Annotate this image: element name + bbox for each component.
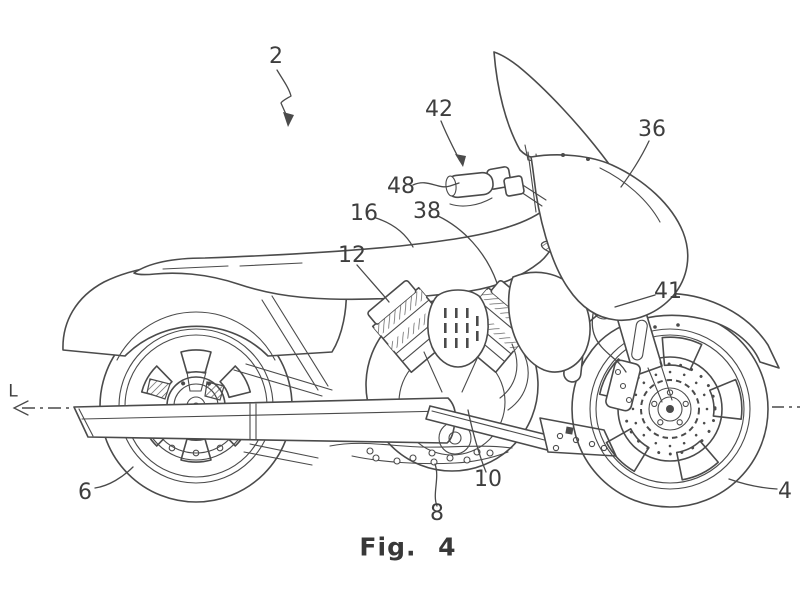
leader-lines [94, 69, 778, 507]
centerline [12, 400, 800, 416]
brake-lever [449, 197, 493, 207]
ref-numeral-4: 4 [778, 479, 792, 504]
ref-numeral-10: 10 [474, 467, 502, 492]
crankcase-bolts [329, 421, 513, 466]
airbox-vents [444, 308, 479, 348]
handlebar [445, 166, 547, 207]
frame-under-seat [261, 295, 329, 391]
ref-numeral-6: 6 [78, 480, 92, 505]
front-brake-caliper [605, 359, 642, 412]
engine-mount-bracket [539, 417, 617, 457]
muffler-exhaust [73, 397, 457, 444]
centerline-letter-L: L [8, 381, 18, 402]
ref-numeral-36: 36 [638, 117, 666, 142]
figure-caption: Fig. 4 [359, 532, 457, 562]
ref-numeral-8: 8 [430, 501, 444, 526]
ref-numeral-48: 48 [387, 174, 415, 199]
ref-numeral-42: 42 [425, 97, 453, 122]
swingarm [233, 363, 333, 466]
ref-numeral-2: 2 [269, 44, 283, 69]
ref-numeral-38: 38 [413, 199, 441, 224]
ref-numeral-41: 41 [654, 279, 682, 304]
ref-numeral-12: 12 [338, 243, 366, 268]
ref-numeral-16: 16 [350, 201, 378, 226]
